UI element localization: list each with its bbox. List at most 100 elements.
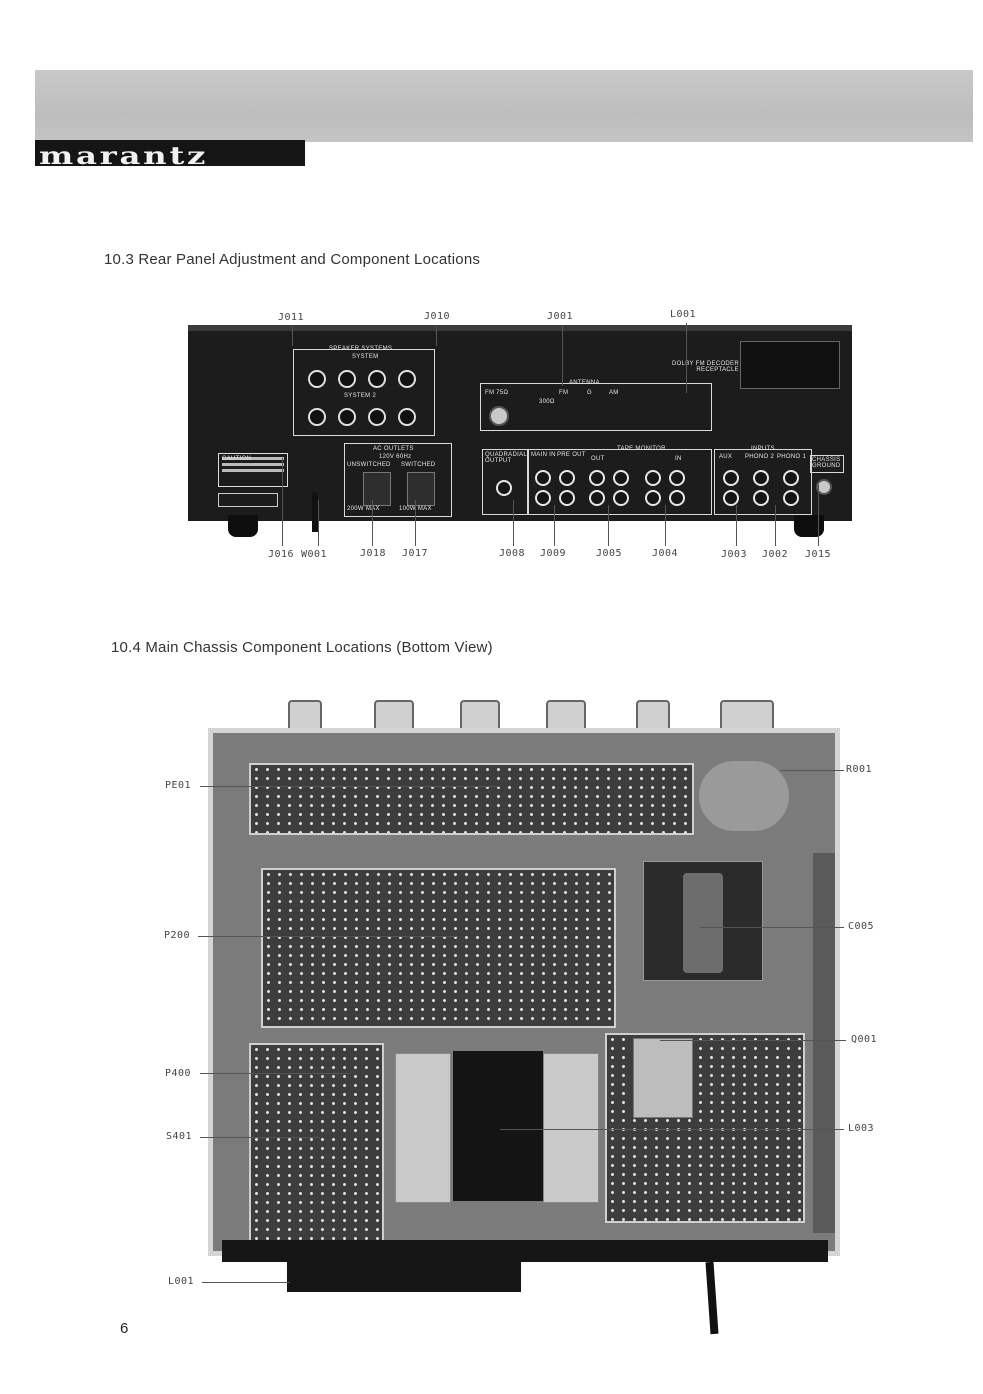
- main-in-label: MAIN IN: [531, 452, 556, 458]
- unswitched-label: UNSWITCHED: [347, 462, 391, 468]
- rca-jack: [723, 470, 739, 486]
- chassis-ground-label: CHASSIS GROUND: [812, 457, 841, 469]
- transformer-bracket-right: [543, 1053, 599, 1203]
- leader-line: [660, 1040, 846, 1041]
- tape-in-label: IN: [675, 456, 682, 462]
- speaker-terminal: [338, 408, 356, 426]
- g-label: G: [587, 390, 592, 396]
- page-number: 6: [120, 1320, 129, 1337]
- rca-jack: [535, 490, 551, 506]
- dolby-label: DOLBY FM DECODER RECEPTACLE: [671, 361, 739, 373]
- am-label: AM: [609, 390, 619, 396]
- leader-line: [736, 505, 737, 546]
- leader-line: [818, 485, 819, 546]
- callout-p200: P200: [164, 930, 191, 941]
- leader-line: [200, 1073, 350, 1074]
- rca-jack: [535, 470, 551, 486]
- inputs-label: INPUTS: [751, 446, 775, 452]
- leader-line: [500, 1129, 844, 1130]
- quad-label: QUADRADIAL OUTPUT: [485, 452, 527, 464]
- section-rear-title: 10.3 Rear Panel Adjustment and Component…: [104, 251, 481, 268]
- side-rail: [813, 853, 835, 1233]
- fm-label: FM: [559, 390, 569, 396]
- speaker-terminal: [338, 370, 356, 388]
- volt-label: 120V 60Hz: [379, 454, 412, 460]
- leader-line: [780, 770, 844, 771]
- rca-jack: [753, 490, 769, 506]
- leader-line: [200, 786, 500, 787]
- leader-line: [292, 326, 293, 346]
- leader-line: [202, 1282, 290, 1283]
- antenna-label: ANTENNA: [569, 380, 600, 386]
- leader-line: [686, 323, 687, 393]
- callout-j016: J016: [268, 549, 295, 560]
- rca-jack: [645, 490, 661, 506]
- transformer-l003: [453, 1051, 543, 1201]
- callout-j015: J015: [805, 549, 832, 560]
- power-cord-bottom: [705, 1261, 719, 1335]
- speaker-terminal: [398, 370, 416, 388]
- pre-out-label: PRE OUT: [557, 452, 586, 458]
- rca-jack: [723, 490, 739, 506]
- quad-output-box: QUADRADIAL OUTPUT: [482, 449, 528, 515]
- leader-line: [562, 326, 563, 386]
- leader-line: [198, 936, 458, 937]
- rca-jack: [589, 470, 605, 486]
- switched-label: SWITCHED: [401, 462, 436, 468]
- callout-j010: J010: [424, 311, 451, 322]
- system1-label: SYSTEM: [352, 354, 379, 360]
- chassis-ground-box: CHASSIS GROUND: [810, 455, 844, 473]
- leader-line: [608, 505, 609, 546]
- rear-panel-photo: SPEAKER SYSTEMS SYSTEM SYSTEM 2 ANTENNA …: [188, 325, 852, 521]
- rca-jack: [559, 470, 575, 486]
- system2-label: SYSTEM 2: [344, 393, 377, 399]
- phono1-label: PHONO 1: [777, 454, 807, 460]
- antenna-box: ANTENNA FM 75Ω FM G AM 300Ω: [480, 380, 712, 431]
- speaker-terminal: [308, 408, 326, 426]
- fm300-label: 300Ω: [539, 399, 555, 405]
- board-pe01: [249, 763, 694, 835]
- tape-out-label: OUT: [591, 456, 605, 462]
- power-cord: [312, 492, 318, 532]
- trademark-plate: [218, 493, 278, 507]
- callout-j011: J011: [278, 312, 305, 323]
- callout-w001: W001: [301, 549, 328, 560]
- ground-terminal: [816, 479, 832, 495]
- callout-l001-bottom: L001: [168, 1276, 195, 1287]
- leader-line: [372, 500, 373, 546]
- brand-logo-text: marantz: [39, 141, 209, 170]
- speaker-terminal: [398, 408, 416, 426]
- r001-pot: [699, 761, 789, 831]
- speaker-terminal: [368, 370, 386, 388]
- leader-line: [665, 505, 666, 546]
- rca-jack: [753, 470, 769, 486]
- main-pre-tape-box: MAIN IN PRE OUT TAPE MONITOR OUT IN: [528, 446, 712, 515]
- heatsink-q001: [633, 1038, 693, 1118]
- board-p200: [261, 868, 616, 1028]
- panel-foot-left: [228, 515, 258, 537]
- callout-j002: J002: [762, 549, 789, 560]
- callout-j001: J001: [547, 311, 574, 322]
- dial-assembly: [287, 1262, 521, 1292]
- speaker-terminal: [368, 408, 386, 426]
- chassis-bottom-photo: [208, 728, 840, 1256]
- section-bottom-title: 10.4 Main Chassis Component Locations (B…: [111, 639, 493, 656]
- leader-line: [318, 500, 319, 546]
- leader-line: [282, 458, 283, 546]
- capacitor-c005: [683, 873, 723, 973]
- speaker-systems-label: SPEAKER SYSTEMS: [329, 346, 393, 352]
- leader-line: [554, 505, 555, 546]
- max1-label: 200W MAX: [347, 506, 380, 512]
- caution-text: CAUTION: [222, 456, 252, 462]
- leader-line: [436, 326, 437, 346]
- ac-outlets-label: AC OUTLETS: [373, 446, 414, 452]
- callout-j008: J008: [499, 548, 526, 559]
- callout-s401: S401: [166, 1131, 193, 1142]
- leader-line: [513, 500, 514, 546]
- fm75-label: FM 75Ω: [485, 390, 509, 396]
- tape-monitor-label: TAPE MONITOR: [617, 446, 666, 452]
- callout-p400: P400: [165, 1068, 192, 1079]
- ac-outlet-unswitched: [363, 472, 391, 506]
- leader-line: [415, 500, 416, 546]
- brand-logo: marantz: [35, 140, 305, 170]
